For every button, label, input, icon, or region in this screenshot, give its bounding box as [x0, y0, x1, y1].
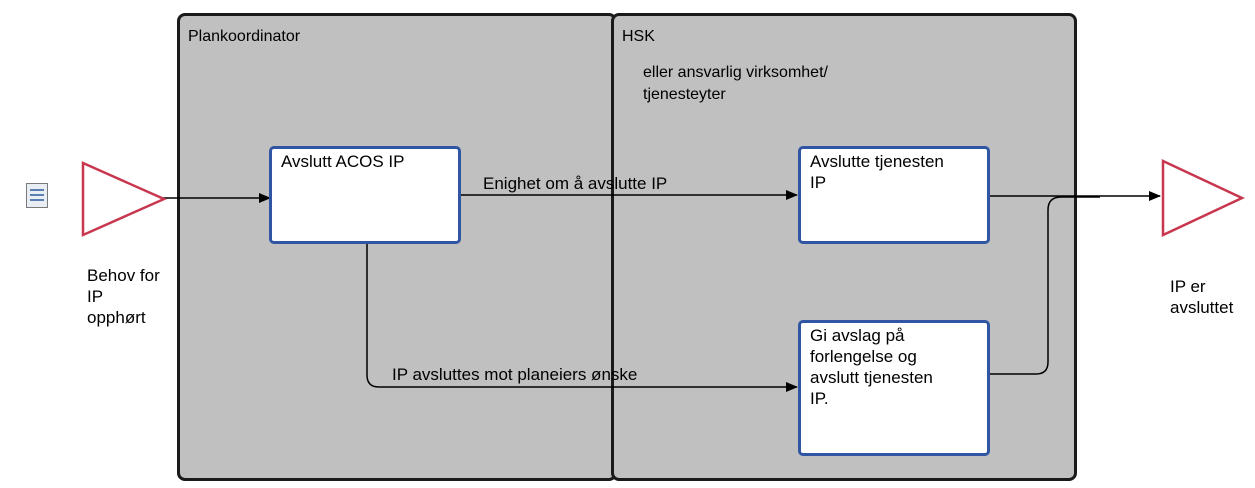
start-event-label-line1: Behov for — [87, 266, 160, 285]
start-event-label-line2: IP — [87, 287, 104, 306]
task-avslutte-tjenesten-line2: IP — [810, 173, 827, 192]
lane-plankoordinator — [177, 13, 617, 481]
flow-gi-avslag-to-end[interactable] — [988, 196, 1100, 375]
task-avslutt-acos-ip-label: Avslutt ACOS IP — [281, 152, 405, 171]
task-gi-avslag-line2: forlengelse og — [810, 347, 917, 366]
flow-label-mot-onske: IP avsluttes mot planeiers ønske — [392, 365, 638, 384]
lane-hsk-subtitle-line1: eller ansvarlig virksomhet/ — [643, 64, 828, 81]
lane-hsk-subtitle-line2: tjenesteyter — [643, 86, 726, 103]
start-event-label-line3: opphørt — [87, 308, 146, 327]
task-avslutt-acos-ip[interactable]: Avslutt ACOS IP — [269, 146, 461, 244]
task-gi-avslag[interactable]: Gi avslag på forlengelse og avslutt tjen… — [798, 320, 990, 456]
lane-hsk-title: HSK — [622, 28, 655, 45]
task-gi-avslag-line3: avslutt tjenesten — [810, 368, 933, 387]
task-gi-avslag-line1: Gi avslag på — [810, 326, 905, 345]
flow-mot-onske[interactable] — [366, 244, 798, 392]
end-event-label-line1: IP er — [1170, 277, 1206, 296]
start-event-triangle[interactable] — [81, 161, 168, 237]
task-avslutte-tjenesten-ip[interactable]: Avslutte tjenesten IP — [798, 146, 990, 244]
task-avslutte-tjenesten-line1: Avslutte tjenesten — [810, 152, 944, 171]
flow-label-enighet: Enighet om å avslutte IP — [483, 174, 668, 193]
task-gi-avslag-line4: IP. — [810, 389, 829, 408]
document-icon[interactable] — [26, 183, 48, 208]
end-event-triangle[interactable] — [1161, 159, 1245, 237]
lane-plankoordinator-title: Plankoordinator — [188, 28, 301, 45]
end-event-label-line2: avsluttet — [1170, 298, 1234, 317]
